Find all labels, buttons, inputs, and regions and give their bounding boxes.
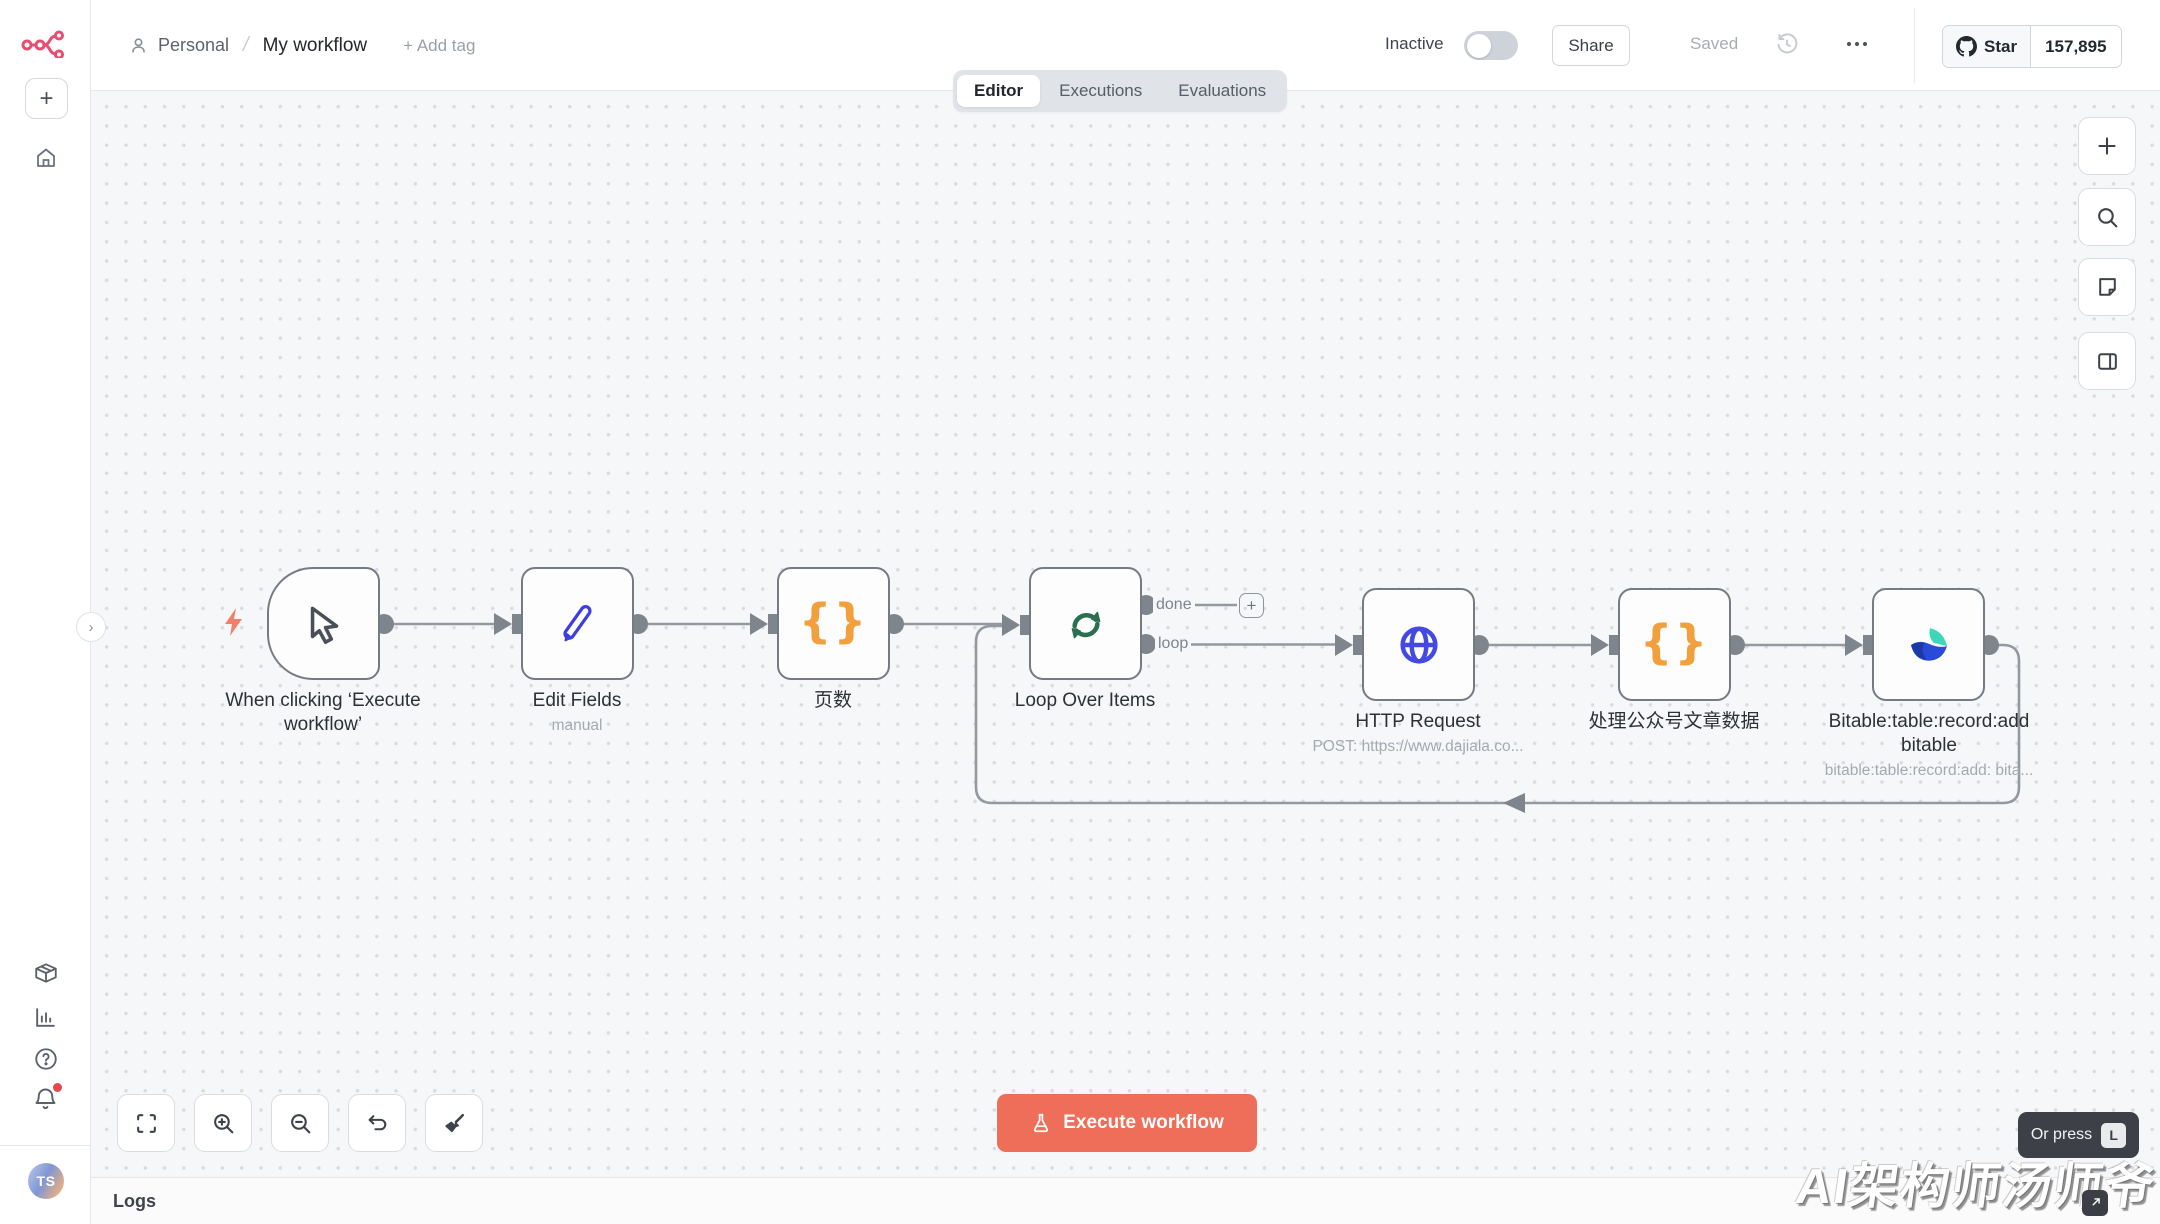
workflow-title[interactable]: My workflow (263, 35, 368, 57)
toggle-knob (1467, 34, 1491, 58)
activation-status-label: Inactive (1385, 34, 1444, 54)
github-star-label: Star (1984, 37, 2017, 57)
pen-icon (552, 598, 604, 650)
plus-icon: + (39, 85, 53, 113)
loop-icon (1060, 598, 1112, 650)
chevron-right-icon: › (89, 619, 94, 636)
node-process-article-data[interactable]: {} (1618, 588, 1731, 701)
node-label: HTTP Request POST: https://www.dajiala.c… (1268, 710, 1568, 757)
node-http-request[interactable] (1362, 588, 1475, 701)
sticky-note-button[interactable] (2078, 258, 2136, 316)
node-loop-over-items[interactable] (1029, 567, 1142, 680)
new-workflow-button[interactable]: + (25, 78, 68, 119)
node-label: 处理公众号文章数据 (1524, 710, 1824, 734)
zoom-out-button[interactable] (271, 1094, 329, 1152)
saved-status: Saved (1690, 34, 1738, 54)
node-when-clicking-execute-workflow[interactable] (267, 567, 380, 680)
share-button[interactable]: Share (1552, 25, 1630, 66)
github-star-count[interactable]: 157,895 (2031, 26, 2120, 67)
add-tag-button[interactable]: + Add tag (403, 36, 475, 56)
add-node-button[interactable] (2078, 117, 2136, 175)
node-label: When clicking ‘Execute workflow’ (203, 689, 443, 737)
node-pages-code[interactable]: {} (777, 567, 890, 680)
search-button[interactable] (2078, 188, 2136, 246)
notifications-bell-icon[interactable] (0, 1085, 91, 1117)
tab-executions[interactable]: Executions (1042, 75, 1159, 107)
bitable-icon (1902, 618, 1956, 672)
node-label: Loop Over Items (975, 689, 1195, 713)
external-link-icon (2082, 1190, 2108, 1216)
breadcrumb-project[interactable]: Personal (158, 35, 229, 56)
node-label: Bitable:table:record:add bitable bitable… (1803, 710, 2055, 781)
node-subtitle: manual (477, 716, 677, 736)
execute-workflow-label: Execute workflow (1063, 1112, 1224, 1134)
broom-icon (442, 1111, 467, 1136)
user-icon (129, 36, 148, 55)
github-star-widget[interactable]: Star 157,895 (1942, 25, 2122, 68)
n8n-logo-icon[interactable] (21, 30, 71, 63)
logs-panel[interactable]: Logs (91, 1177, 2160, 1224)
output-label-done: done (1153, 595, 1195, 614)
node-subtitle: POST: https://www.dajiala.co... (1268, 737, 1568, 757)
code-braces-icon: {} (1640, 619, 1710, 671)
help-icon[interactable] (0, 1046, 91, 1072)
user-avatar[interactable]: TS (28, 1163, 64, 1199)
node-label: 页数 (733, 689, 933, 713)
zoom-in-button[interactable] (194, 1094, 252, 1152)
activation-toggle[interactable] (1464, 31, 1518, 60)
breadcrumb-separator: / (239, 34, 253, 57)
notification-dot (53, 1083, 62, 1092)
tooltip-text: Or press (2031, 1126, 2092, 1144)
workflow-canvas[interactable]: When clicking ‘Execute workflow’ Edit Fi… (91, 91, 2160, 1177)
keycap-l: L (2101, 1123, 2126, 1148)
output-label-loop: loop (1155, 634, 1191, 653)
globe-icon (1392, 618, 1446, 672)
header-divider (1914, 8, 1915, 83)
sidebar-expand-button[interactable]: › (76, 612, 106, 642)
insights-icon[interactable] (0, 1005, 91, 1030)
logs-title: Logs (113, 1191, 156, 1212)
github-star-button[interactable]: Star (1943, 26, 2031, 67)
templates-icon[interactable] (0, 960, 91, 986)
tidy-up-button[interactable] (425, 1094, 483, 1152)
sidebar: + (0, 0, 91, 1224)
shortcut-tooltip: Or press L (2018, 1112, 2139, 1158)
breadcrumb: Personal / My workflow + Add tag (129, 0, 475, 91)
avatar-initials: TS (37, 1173, 56, 1189)
zoom-to-fit-button[interactable] (117, 1094, 175, 1152)
tab-evaluations[interactable]: Evaluations (1161, 75, 1283, 107)
execute-workflow-button[interactable]: Execute workflow (997, 1094, 1257, 1152)
github-icon (1956, 36, 1977, 57)
code-braces-icon: {} (799, 598, 869, 650)
home-icon[interactable] (0, 146, 91, 170)
flask-icon (1030, 1112, 1052, 1134)
cursor-icon (299, 599, 349, 649)
add-node-plus-button[interactable]: + (1239, 593, 1264, 618)
trigger-lightning-icon (225, 608, 243, 636)
view-tabs: Editor Executions Evaluations (953, 70, 1287, 112)
toggle-panel-button[interactable] (2078, 332, 2136, 390)
tab-editor[interactable]: Editor (957, 75, 1040, 107)
undo-button[interactable] (348, 1094, 406, 1152)
history-icon[interactable] (1775, 32, 1799, 61)
sidebar-divider (0, 1145, 91, 1146)
node-subtitle: bitable:table:record:add: bita... (1803, 761, 2055, 781)
node-bitable-record-add[interactable] (1872, 588, 1985, 701)
node-edit-fields[interactable] (521, 567, 634, 680)
node-label: Edit Fields manual (477, 689, 677, 736)
more-options-icon[interactable] (1847, 42, 1867, 46)
